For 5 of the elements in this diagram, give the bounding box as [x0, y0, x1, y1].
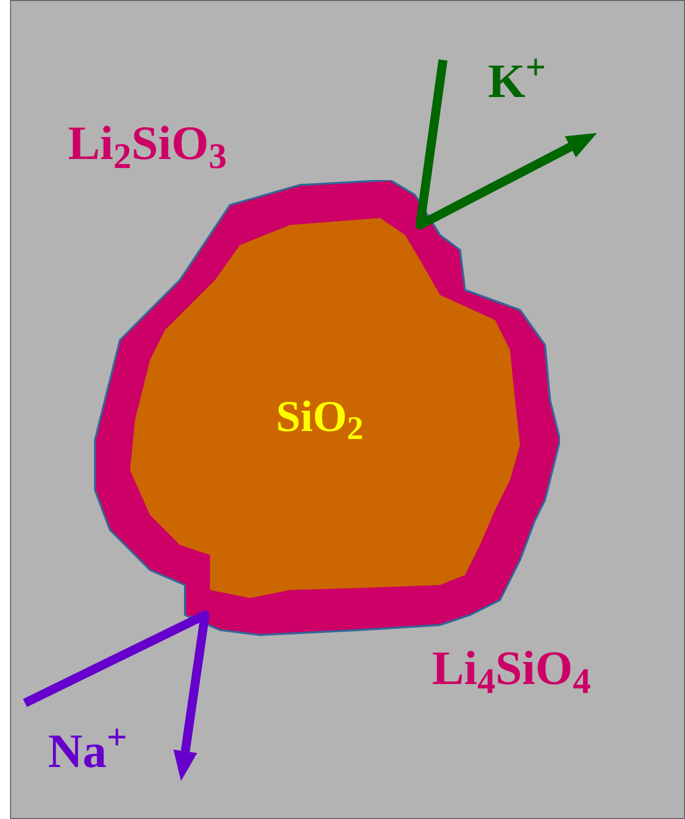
core-label: SiO$_{2}$ — [276, 395, 364, 439]
ion-label: Na$^{+}$ — [48, 728, 128, 776]
ion-label: Li$_{4}$SiO$_{4}$ — [432, 645, 591, 693]
layer-label: Li$_{2}$SiO$_{3}$ — [68, 120, 227, 168]
ion-label: K$^{+}$ — [488, 58, 546, 106]
